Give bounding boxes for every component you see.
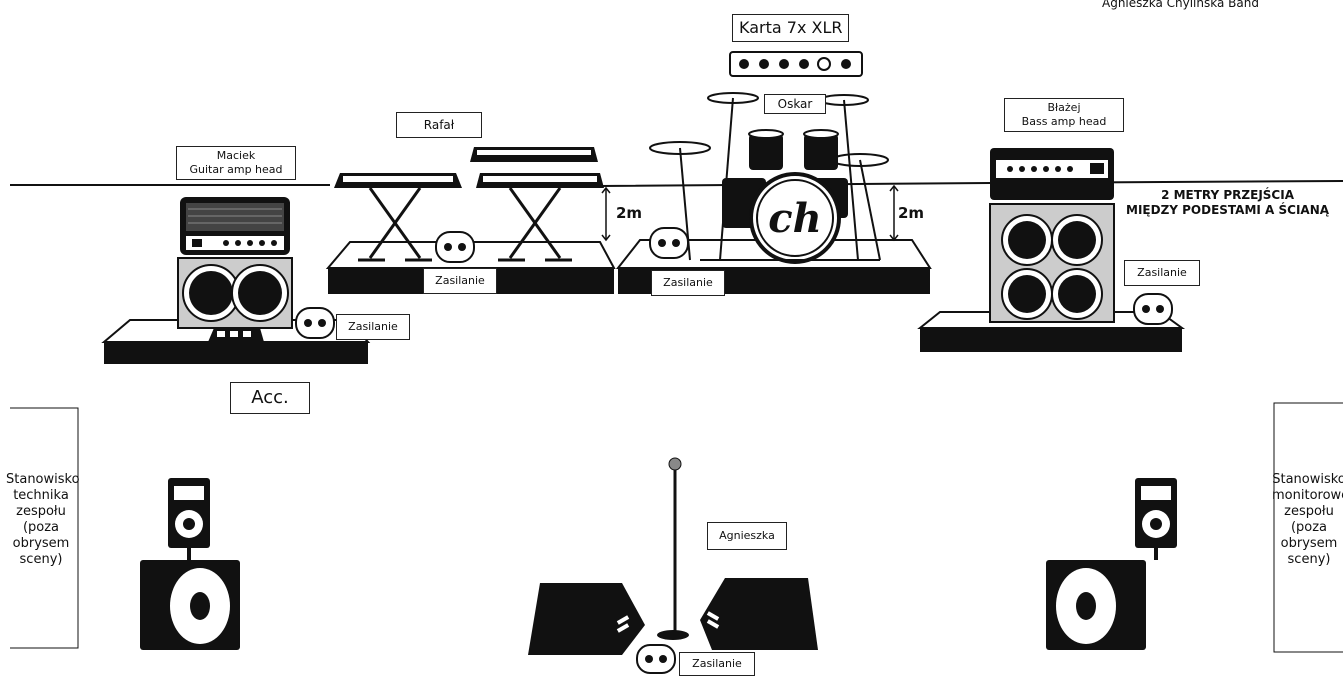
passage-line-1: 2 METRY PRZEJŚCIA [1161, 188, 1294, 202]
bass-cabinet-icon [989, 203, 1115, 323]
keyboard-stand-right-icon [498, 187, 572, 262]
power-label-bass: Zasilanie [1124, 260, 1200, 286]
power-label-guitar: Zasilanie [336, 314, 410, 340]
power-socket-icon [435, 231, 475, 263]
guitar-amp-head-icon [180, 197, 290, 255]
right-station-line: sceny) [1287, 552, 1331, 567]
side-fill-right-icon [1046, 478, 1177, 650]
side-fill-left-icon [140, 478, 240, 650]
distance-arrow-right [889, 184, 899, 242]
passage-line-2: MIĘDZY PODESTAMI A ŚCIANĄ [1126, 203, 1330, 217]
guitar-cabinet-icon [177, 257, 293, 329]
distance-right: 2m [898, 204, 925, 222]
left-station-line: (poza [22, 520, 60, 535]
drum-logo: ch [768, 195, 821, 242]
maciek-label: Maciek Guitar amp head [176, 146, 296, 180]
acc-label: Acc. [230, 382, 310, 414]
power-label-drums: Zasilanie [651, 270, 725, 296]
agnieszka-label: Agnieszka [707, 522, 787, 550]
interface-label: Karta 7x XLR [732, 14, 850, 42]
blazej-role: Bass amp head [1021, 115, 1107, 128]
keyboard-left-icon [334, 173, 462, 188]
audio-interface-icon [729, 51, 863, 77]
blazej-label: Błażej Bass amp head [1004, 98, 1124, 132]
left-station-bracket [10, 407, 79, 649]
passage-note: 2 METRY PRZEJŚCIA MIĘDZY PODESTAMI A ŚCI… [1126, 188, 1329, 218]
power-socket-icon [636, 644, 676, 674]
maciek-name: Maciek [216, 149, 256, 162]
pedalboard-icon [208, 328, 264, 342]
power-label-vocal: Zasilanie [679, 652, 755, 676]
oskar-label: Oskar [764, 94, 826, 114]
left-station-line: obrysem [12, 536, 70, 551]
power-socket-icon [1133, 293, 1173, 325]
keyboard-stand-left-icon [358, 187, 432, 262]
left-station-line: technika [13, 488, 69, 503]
drum-kit-icon [649, 92, 889, 264]
maciek-role: Guitar amp head [189, 163, 283, 176]
band-name: Agnieszka Chylińska Band [1102, 0, 1259, 10]
wedge-monitor-left-icon [528, 583, 645, 655]
keyboard-lower-right-icon [476, 173, 604, 188]
left-station-line: Stanowisko [6, 472, 80, 487]
power-socket-icon [295, 307, 335, 339]
left-station-line: sceny) [19, 552, 63, 567]
power-label-keys: Zasilanie [423, 268, 497, 294]
distance-left: 2m [616, 204, 643, 222]
distance-arrow-left [601, 186, 611, 242]
bass-amp-head-icon [990, 148, 1114, 200]
right-station-line: monitorowe [1272, 488, 1343, 503]
right-station-line: Stanowisko [1272, 472, 1343, 487]
right-station-label: Stanowisko monitorowe zespołu (poza obry… [1272, 472, 1343, 568]
left-station-line: zespołu [16, 504, 66, 519]
wedge-monitor-right-icon [700, 578, 818, 650]
power-socket-icon [649, 227, 689, 259]
blazej-name: Błażej [1047, 101, 1081, 114]
right-station-bracket [1273, 402, 1343, 653]
vocal-mic-icon [657, 457, 689, 640]
back-wall-line [10, 180, 1343, 187]
right-station-line: obrysem [1280, 536, 1338, 551]
rafal-label: Rafał [396, 112, 482, 138]
right-station-line: (poza [1290, 520, 1328, 535]
right-station-line: zespołu [1284, 504, 1334, 519]
left-station-label: Stanowisko technika zespołu (poza obryse… [6, 472, 80, 568]
keyboard-upper-right-icon [470, 147, 598, 162]
